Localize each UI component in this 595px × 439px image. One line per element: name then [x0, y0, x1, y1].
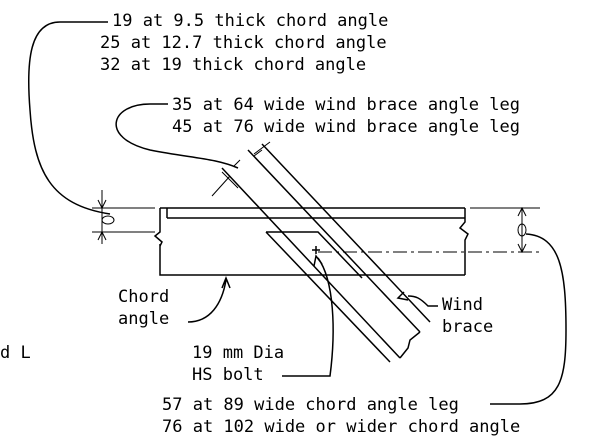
label-cut-off: d L	[0, 343, 31, 363]
leader-wind-brace	[396, 291, 438, 307]
note-chord-leg-1: 57 at 89 wide chord angle leg	[162, 395, 459, 415]
note-wind-brace-leg-2: 45 at 76 wide wind brace angle leg	[172, 117, 520, 137]
label-wind-brace-1: Wind	[442, 295, 483, 315]
label-chord-angle-2: angle	[118, 309, 169, 329]
leader-wind-brace-leg	[115, 103, 239, 169]
bolt-mark	[312, 246, 320, 254]
leader-chord-thickness	[27, 21, 111, 215]
chord-break-right	[458, 208, 469, 275]
chord-angle	[153, 207, 465, 276]
label-bolt-2: HS bolt	[192, 365, 264, 385]
dimension-brace-width	[211, 141, 271, 197]
note-chord-thickness-3: 32 at 19 thick chord angle	[100, 55, 366, 75]
note-wind-brace-leg-1: 35 at 64 wide wind brace angle leg	[172, 95, 520, 115]
wind-brace-leg	[266, 231, 363, 279]
note-chord-leg-2: 76 at 102 wide or wider chord angle	[162, 417, 520, 437]
dimension-chord-thickness	[92, 190, 155, 244]
wind-brace-heel	[265, 231, 391, 363]
note-chord-thickness-2: 25 at 12.7 thick chord angle	[100, 33, 387, 53]
label-chord-angle-1: Chord	[118, 287, 169, 307]
dimension-chord-thickness-marker	[101, 215, 115, 225]
label-wind-brace-2: brace	[442, 317, 493, 337]
leader-chord-angle	[187, 275, 231, 323]
note-chord-thickness-1: 19 at 9.5 thick chord angle	[112, 11, 388, 31]
wind-brace	[221, 143, 431, 359]
leader-chord-leg	[490, 233, 567, 405]
dimension-chord-leg	[517, 206, 527, 254]
leader-bolt	[282, 254, 334, 377]
label-bolt-1: 19 mm Dia	[192, 343, 284, 363]
dimension-chord-leg-marker	[517, 223, 527, 237]
